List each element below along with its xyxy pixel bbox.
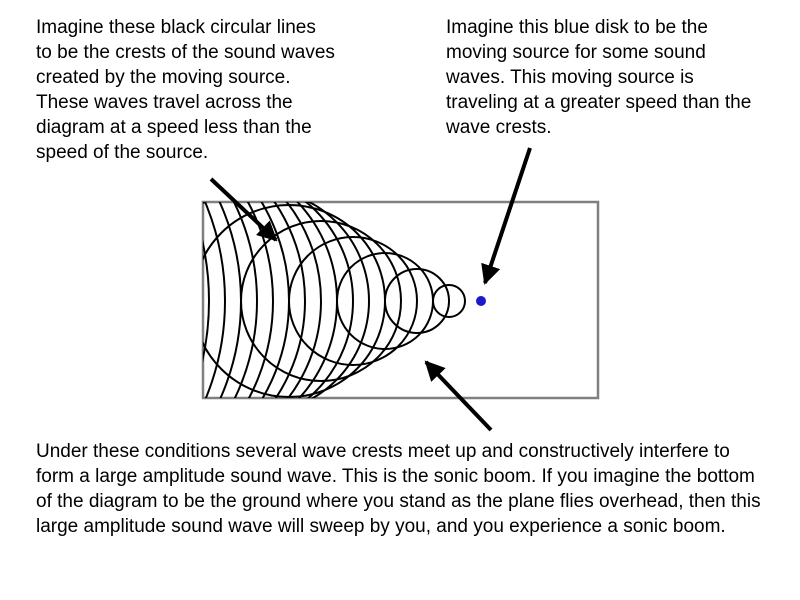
boom-arrow-icon — [424, 360, 493, 432]
wave-crest — [273, 202, 306, 398]
moving-source-disk — [476, 296, 486, 306]
crests-caption: Imagine these black circular lines to be… — [36, 17, 335, 163]
crests-arrow-icon — [209, 177, 278, 242]
wave-crest — [203, 202, 370, 398]
wave-crest — [260, 202, 290, 398]
wave-crest — [203, 239, 210, 363]
wave-crest — [232, 202, 258, 398]
arrow-icon-group — [209, 147, 532, 432]
wave-crest — [246, 202, 274, 398]
wave-crest — [218, 202, 242, 398]
sonic-boom-caption: Under these conditions several wave cres… — [36, 441, 761, 537]
wave-crests — [0, 13, 466, 589]
wave-crest — [203, 202, 226, 398]
wave-crest — [0, 13, 193, 589]
wave-crest — [285, 202, 322, 398]
source-arrow-icon — [481, 147, 532, 285]
wave-crest — [304, 202, 354, 398]
source-caption: Imagine this blue disk to be the moving … — [446, 17, 752, 138]
wave-crest — [296, 202, 338, 398]
